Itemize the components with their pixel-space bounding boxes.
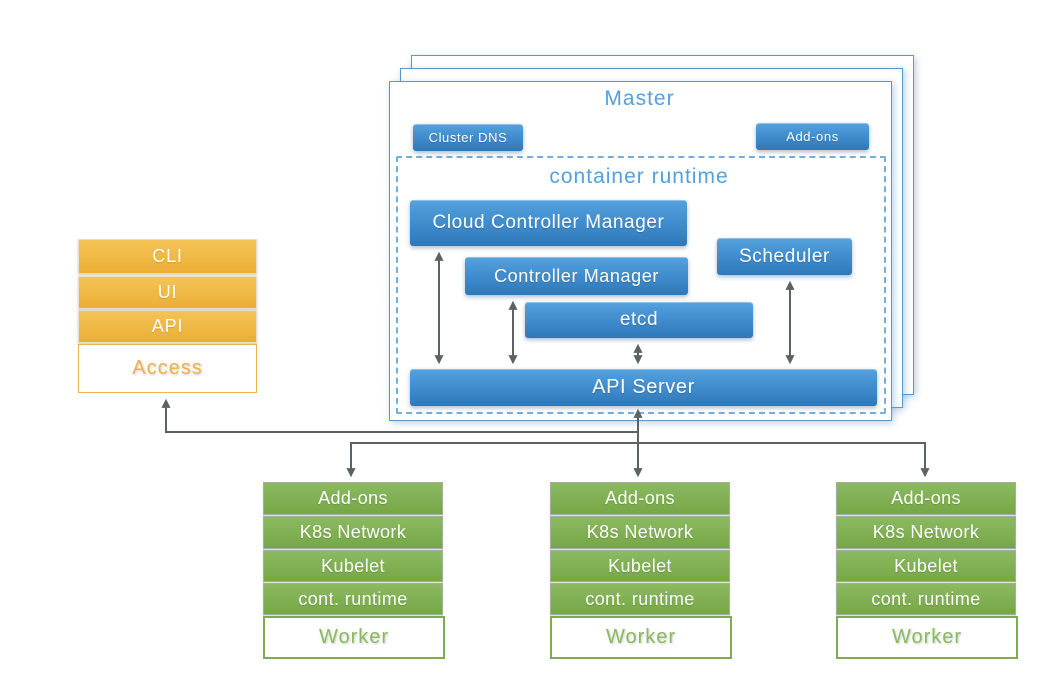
cloud-controller-manager-box: Cloud Controller Manager	[410, 200, 687, 246]
worker-row-k8s-network: K8s Network	[263, 516, 443, 549]
etcd-box: etcd	[525, 302, 753, 338]
arrow-api-server-worker-3	[638, 442, 930, 478]
container-runtime-title: container runtime	[549, 165, 729, 188]
worker-row-cont-runtime: cont. runtime	[263, 583, 443, 615]
cluster-dns-box: Cluster DNS	[413, 124, 523, 151]
arrow-api-server-worker-1	[346, 442, 638, 478]
addons-box: Add-ons	[756, 123, 869, 150]
access-label-box: Access	[78, 344, 257, 393]
worker-row-cont-runtime: cont. runtime	[836, 583, 1016, 615]
worker-row-kubelet: Kubelet	[836, 550, 1016, 582]
worker-row-k8s-network: K8s Network	[836, 516, 1016, 549]
worker-label-box: Worker	[550, 616, 732, 659]
worker-label-box: Worker	[263, 616, 445, 659]
worker-row-addons: Add-ons	[836, 482, 1016, 515]
controller-manager-box: Controller Manager	[465, 257, 688, 295]
worker-row-addons: Add-ons	[263, 482, 443, 515]
worker-row-kubelet: Kubelet	[550, 550, 730, 582]
worker-row-k8s-network: K8s Network	[550, 516, 730, 549]
api-server-box: API Server	[410, 369, 877, 406]
access-row-cli: CLI	[78, 239, 257, 274]
master-title: Master	[604, 87, 675, 110]
worker-row-addons: Add-ons	[550, 482, 730, 515]
worker-row-kubelet: Kubelet	[263, 550, 443, 582]
access-row-api: API	[78, 310, 257, 343]
access-row-ui: UI	[78, 276, 257, 309]
worker-row-cont-runtime: cont. runtime	[550, 583, 730, 615]
worker-label-box: Worker	[836, 616, 1018, 659]
scheduler-box: Scheduler	[717, 238, 852, 275]
